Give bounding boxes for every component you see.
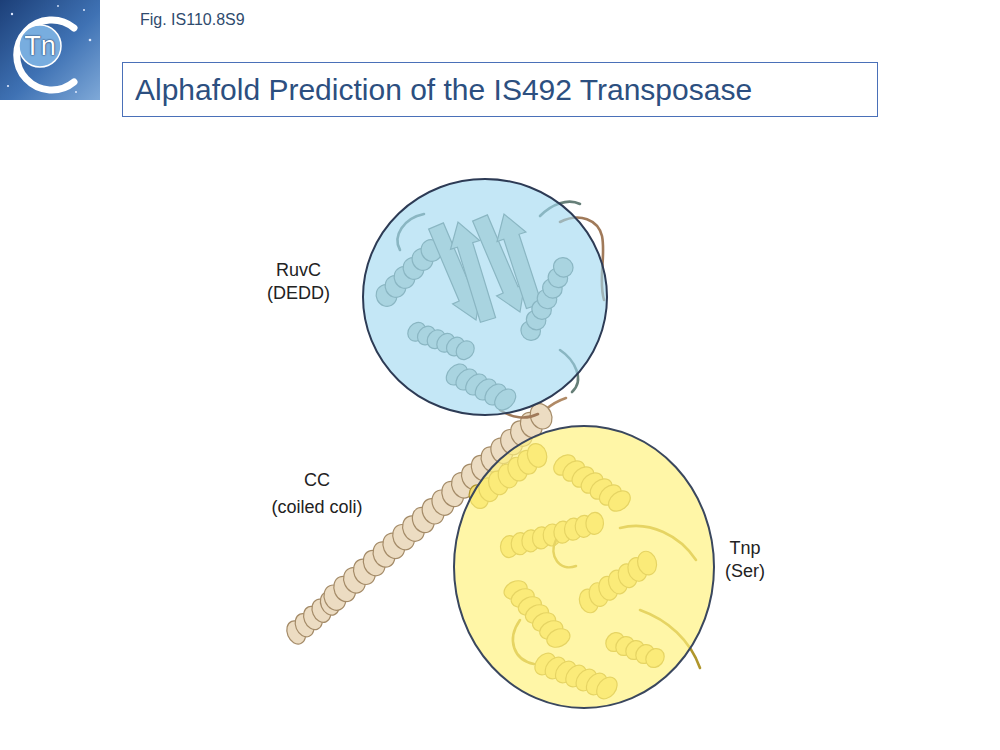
- logo-background: [0, 0, 100, 100]
- circle-shape: [363, 179, 607, 415]
- logo-speckle: [11, 13, 13, 15]
- domain-label: RuvC (DEDD): [267, 259, 330, 306]
- logo-speckle: [75, 91, 77, 93]
- logo-speckle: [7, 85, 9, 87]
- domain-label: CC: [304, 470, 330, 492]
- circle-shape: [454, 426, 714, 708]
- figure-number: Fig. IS110.8S9: [140, 10, 245, 29]
- circle-outline: [362, 178, 608, 416]
- logo-speckle: [89, 39, 92, 42]
- domain-circle: RuvC (DEDD): [362, 178, 608, 416]
- circle-outline: [453, 425, 715, 709]
- logo-inner-circle: [19, 25, 61, 67]
- logo: [0, 0, 100, 100]
- logo-text: Tn: [24, 30, 56, 62]
- logo-speckle: [57, 5, 59, 7]
- domain-circle: Tnp (Ser): [453, 425, 715, 709]
- logo-speckle: [83, 9, 85, 11]
- domain-label: (coiled coli): [272, 497, 363, 519]
- domain-label: Tnp (Ser): [725, 537, 765, 584]
- title-box: Alphafold Prediction of the IS492 Transp…: [122, 62, 878, 117]
- title-text: Alphafold Prediction of the IS492 Transp…: [135, 73, 752, 107]
- logo-c-ring: [17, 20, 74, 90]
